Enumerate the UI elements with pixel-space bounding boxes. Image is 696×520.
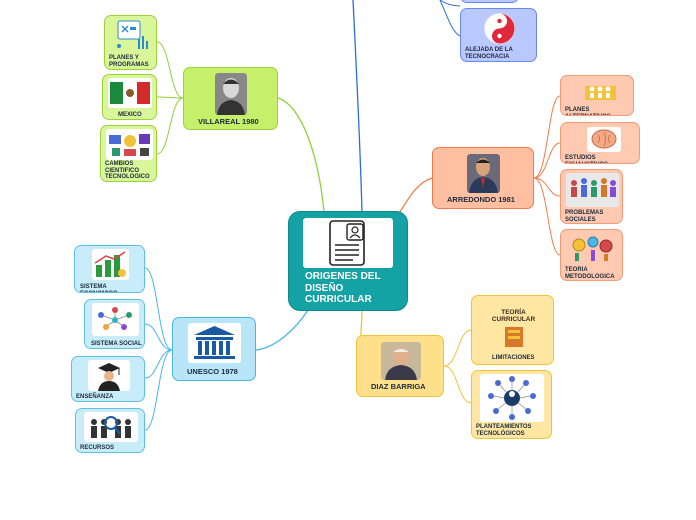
estudios-exhaustivos-node[interactable]: ESTUDIOS EXHAUSTIVOS — [560, 122, 640, 164]
unesco-node[interactable]: UNESCO 1978 — [172, 317, 256, 381]
problemas-sociales-node[interactable]: PROBLEMAS SOCIALES — [560, 169, 623, 224]
planteamientos-tecnologicos-label: PLANTEAMIENTOS TECNOLÓGICOS — [476, 424, 532, 437]
mexico-label: MEXICO — [118, 112, 142, 118]
science-tech-icon — [106, 129, 153, 160]
document-icon — [303, 218, 393, 268]
mexico-flag-icon — [108, 78, 152, 108]
diaz-barriga-node[interactable]: DIAZ BARRIGA — [356, 335, 444, 397]
link-a1 — [533, 95, 561, 179]
planes-programas-node[interactable]: PLANES Y PROGRAMAS — [104, 15, 157, 70]
link-d2 — [443, 365, 472, 404]
curricular-theory-text: TEORÍA CURRICULAR — [491, 309, 536, 324]
ensenanza-superior-node[interactable]: ENSEÑANZA SUPERIOR — [71, 356, 145, 402]
sistema-social-label: SISTEMA SOCIAL — [91, 341, 142, 347]
magnifier-people-icon — [84, 412, 138, 442]
limitaciones-node[interactable]: TEORÍA CURRICULAR LIMITACIONES — [471, 295, 554, 365]
link-t0 — [439, 0, 461, 7]
computer-chart-icon — [113, 19, 151, 52]
alejada-tecnocracia-node[interactable]: ALEJADA DE LA TECNOCRACIA — [460, 8, 537, 62]
diaz-barriga-label: DIAZ BARRIGA — [371, 382, 426, 391]
ensenanza-superior-label: ENSEÑANZA SUPERIOR — [76, 394, 114, 401]
villareal-label: VILLAREAL 1980 — [198, 117, 259, 126]
recursos-humanos-node[interactable]: RECURSOS HUMANOS — [75, 408, 145, 453]
central-topic-title: ORIGENES DEL DISEÑO CURRICULAR — [305, 271, 381, 305]
limitaciones-label: LIMITACIONES — [492, 355, 535, 361]
link-villareal — [277, 97, 325, 213]
link-u4 — [144, 349, 173, 431]
problemas-sociales-label: PROBLEMAS SOCIALES — [565, 210, 604, 223]
estudios-exhaustivos-label: ESTUDIOS EXHAUSTIVOS — [565, 155, 608, 163]
people-icon — [583, 80, 618, 102]
economy-chart-icon — [92, 249, 129, 280]
link-u3 — [144, 349, 173, 379]
sistema-social-node[interactable]: SISTEMA SOCIAL — [84, 299, 145, 349]
cambios-cientifico-label: CAMBIOS CIENTIFICO TECNOLOGICO — [105, 161, 150, 181]
portrait-photo — [467, 154, 500, 193]
portrait-photo — [215, 73, 247, 115]
alejada-tecnocracia-label: ALEJADA DE LA TECNOCRACIA — [465, 47, 513, 60]
social-network-icon — [92, 303, 139, 336]
link-v3 — [156, 97, 184, 155]
arredondo-label: ARREDONDO 1981 — [447, 195, 515, 204]
link-a2 — [533, 142, 561, 179]
recursos-humanos-label: RECURSOS HUMANOS — [80, 445, 115, 452]
villareal-node[interactable]: VILLAREAL 1980 — [183, 67, 278, 130]
link-a4 — [533, 177, 561, 256]
unesco-label: UNESCO 1978 — [187, 367, 238, 376]
partial-top-node[interactable] — [460, 0, 519, 3]
mexico-node[interactable]: MEXICO — [102, 74, 157, 120]
link-top — [352, 0, 363, 213]
link-d1 — [443, 329, 472, 367]
planes-programas-label: PLANES Y PROGRAMAS — [109, 55, 149, 68]
planes-alternativos-node[interactable]: PLANES ALTERNATIVOS — [560, 75, 634, 116]
tech-network-icon — [480, 374, 544, 422]
cambios-cientifico-node[interactable]: CAMBIOS CIENTIFICO TECNOLOGICO — [100, 125, 157, 182]
link-u1 — [144, 267, 173, 351]
yin-yang-icon — [481, 12, 518, 45]
crowd-icon — [566, 173, 619, 207]
sistema-economico-label: SISTEMA ECONOMICO — [80, 284, 118, 292]
link-v1 — [156, 41, 184, 99]
sistema-economico-node[interactable]: SISTEMA ECONOMICO — [74, 245, 145, 293]
curricular-theory-image: TEORÍA CURRICULAR — [477, 300, 550, 350]
portrait-photo — [381, 342, 421, 380]
link-v2 — [156, 96, 184, 99]
link-t1 — [439, 0, 461, 37]
link-u2 — [144, 323, 173, 351]
link-a3 — [533, 177, 561, 197]
teoria-metodologica-node[interactable]: TEORIA METODOLOGICA — [560, 229, 623, 281]
graduate-icon — [88, 360, 130, 391]
planes-alternativos-label: PLANES ALTERNATIVOS — [565, 107, 611, 115]
teoria-metodologica-label: TEORIA METODOLOGICA — [565, 267, 615, 280]
link-unesco — [255, 309, 309, 351]
arredondo-node[interactable]: ARREDONDO 1981 — [432, 147, 534, 209]
unesco-logo — [188, 323, 241, 363]
brain-icon — [587, 127, 621, 152]
teamwork-gears-icon — [567, 233, 618, 263]
planteamientos-tecnologicos-node[interactable]: PLANTEAMIENTOS TECNOLÓGICOS — [471, 370, 552, 439]
central-topic-node[interactable]: ORIGENES DEL DISEÑO CURRICULAR — [288, 211, 408, 311]
